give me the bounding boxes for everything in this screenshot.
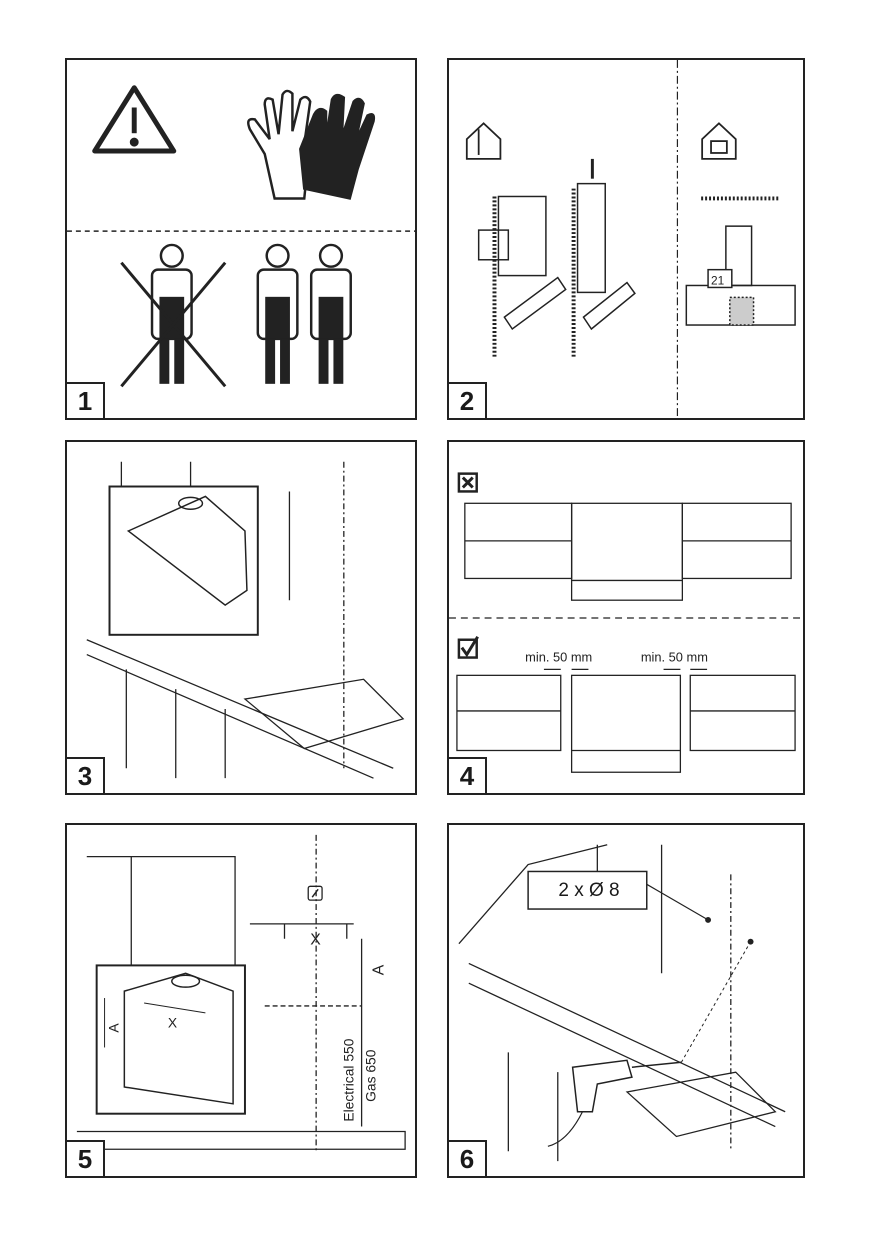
gap-label-right: min. 50 mm <box>641 649 708 664</box>
incorrect-box-icon <box>457 472 478 493</box>
drill-point <box>705 916 712 923</box>
drill-icon <box>547 1059 682 1147</box>
panel-1-safety: 1 <box>65 58 417 420</box>
recirculation-illustration: 21 <box>685 196 796 326</box>
panel-4-cabinet-clearance: min. 50 mm min. 50 mm 4 <box>447 440 805 795</box>
gloves-icon <box>247 89 376 200</box>
drill-point <box>747 938 754 945</box>
drill-size-label: 2 x Ø 8 <box>558 880 620 901</box>
dim-x-inset-label: X <box>168 1015 177 1031</box>
step-number: 2 <box>447 382 487 420</box>
two-persons-icon <box>256 243 352 384</box>
step-number: 5 <box>65 1140 105 1178</box>
part-tag: 21 <box>711 273 725 287</box>
electrical-height-label: Electrical 550 <box>341 1038 357 1121</box>
wall-cabinet-illustration <box>76 834 406 1152</box>
dim-x-label: X <box>310 932 321 949</box>
exhaust-wall-illustration <box>477 158 636 357</box>
gap-label-left: min. 50 mm <box>525 649 592 664</box>
step-number: 3 <box>65 757 105 795</box>
electrical-socket-icon <box>307 885 323 901</box>
correct-layout-illustration <box>456 668 796 773</box>
kitchen-perspective-illustration <box>86 461 405 779</box>
house-exhaust-icon <box>465 122 502 160</box>
incorrect-layout-illustration <box>464 502 792 601</box>
panel-2-ventilation-modes: 21 2 <box>447 58 805 420</box>
hood-inset <box>108 485 259 636</box>
panel-5-dimensions: X A Electrical 550 Gas 650 A X 5 <box>65 823 417 1178</box>
warning-triangle-icon <box>92 85 177 154</box>
house-recirculation-icon <box>701 122 737 160</box>
single-person-crossed-icon <box>120 243 227 388</box>
step-number: 1 <box>65 382 105 420</box>
panel-6-drilling: 2 x Ø 8 6 <box>447 823 805 1178</box>
panel-3-positioning: 3 <box>65 440 417 795</box>
dim-a-inset-label: A <box>105 1023 121 1033</box>
dim-a-label: A <box>370 964 387 975</box>
step-number: 4 <box>447 757 487 795</box>
correct-box-icon <box>457 636 479 659</box>
step-number: 6 <box>447 1140 487 1178</box>
gas-height-label: Gas 650 <box>362 1049 378 1102</box>
hood-dimension-inset <box>95 964 246 1115</box>
